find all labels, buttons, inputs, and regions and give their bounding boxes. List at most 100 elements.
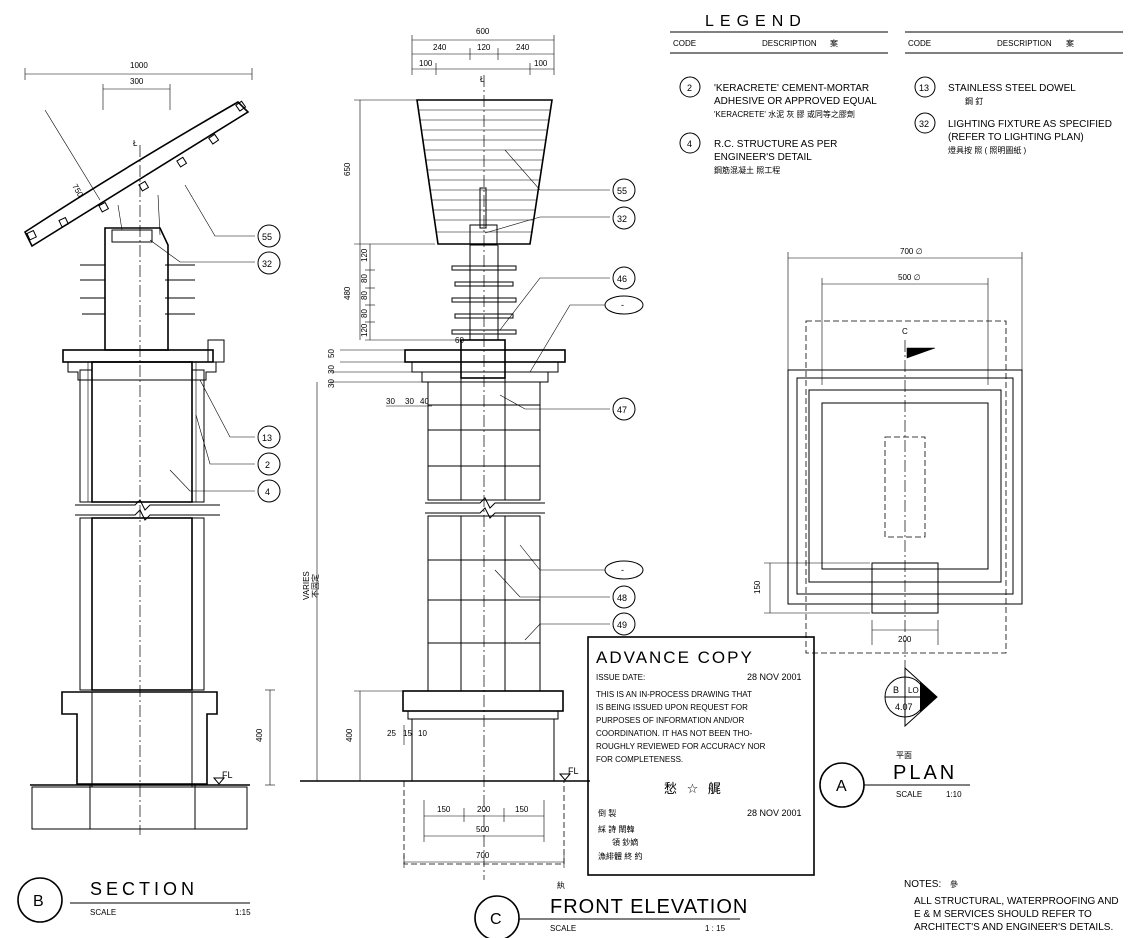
- plan-marker-lo: LO: [908, 686, 919, 695]
- tag-4-section: 4: [265, 487, 270, 497]
- section-title-block: B SECTION SCALE 1:15: [17, 877, 251, 923]
- legend-col-code-2: CODE: [908, 39, 931, 48]
- dim-40: 40: [420, 397, 429, 406]
- dim-80b: 80: [360, 291, 369, 300]
- elevation-scale-label: SCALE: [550, 924, 576, 933]
- dim-600: 600: [476, 27, 490, 36]
- legend-col-desc-1: DESCRIPTION: [762, 39, 817, 48]
- dim-480: 480: [343, 286, 352, 300]
- notes-line-2: E & M SERVICES SHOULD REFER TO: [914, 909, 1092, 920]
- dim-150b: 150: [515, 805, 529, 814]
- advance-body-5: ROUGHLY REVIEWED FOR ACCURACY NOR: [596, 742, 766, 751]
- issue-date-label: ISSUE DATE:: [596, 673, 645, 682]
- advance-body-3: PURPOSES OF INFORMATION AND/OR: [596, 716, 745, 725]
- legend-item-2-cn: 'KERACRETE' 水泥 灰 膠 或同等之膠劑: [714, 109, 855, 119]
- advance-cn-line1: 倒 製: [598, 808, 616, 818]
- legend-item-4-cn: 鋼筋混凝土 照工程: [714, 165, 780, 175]
- plan-dim-200: 200: [898, 635, 912, 644]
- legend-col-desc-cn-1: 案: [830, 38, 838, 48]
- plan-scale-label: SCALE: [896, 790, 922, 799]
- plan-cl: C: [902, 327, 908, 336]
- advance-copy-title: ADVANCE COPY: [596, 648, 754, 667]
- plan-dim-700: 700 ∅: [900, 247, 923, 256]
- dim-650: 650: [343, 162, 352, 176]
- advance-cn-line3: 領 鈔嫡: [612, 837, 638, 847]
- svg-text:-: -: [621, 565, 624, 575]
- tag-46-elevation: 46: [617, 274, 627, 284]
- dim-30d: 30: [405, 397, 414, 406]
- lamp-shade-section: 750: [23, 100, 250, 248]
- tag-55-elevation: 55: [617, 186, 627, 196]
- section-letter: B: [33, 893, 44, 910]
- legend-code-13: 13: [919, 83, 929, 93]
- legend-item-4-line2: ENGINEER'S DETAIL: [714, 152, 812, 163]
- dim-80a: 80: [360, 274, 369, 283]
- section-title: SECTION: [90, 879, 198, 899]
- notes-cn: 參: [950, 879, 958, 889]
- dim-15: 15: [403, 729, 412, 738]
- legend-item-13-line1: STAINLESS STEEL DOWEL: [948, 83, 1076, 94]
- notes-line-3: ARCHITECT'S AND ENGINEER'S DETAILS.: [914, 922, 1113, 933]
- fins-section: [80, 264, 195, 315]
- dim-angle: 750: [70, 183, 85, 200]
- cl-elevation: Ł: [480, 75, 485, 84]
- advance-date-2: 28 NOV 2001: [747, 808, 802, 818]
- dim-1000: 1000: [130, 61, 148, 70]
- cl-section: Ł: [133, 139, 138, 148]
- legend-item-32-cn: 燈具按 照 ( 照明圖紙 ): [948, 145, 1027, 155]
- legend-title: LEGEND: [705, 13, 807, 30]
- plan-title-block: A 平面 PLAN SCALE 1:10: [819, 751, 970, 808]
- legend-item-4-line1: R.C. STRUCTURE AS PER: [714, 139, 837, 150]
- advance-body-6: FOR COMPLETENESS.: [596, 755, 683, 764]
- legend-code-4: 4: [687, 139, 692, 149]
- legend-item-32-line1: LIGHTING FIXTURE AS SPECIFIED: [948, 119, 1112, 130]
- dim-10: 10: [418, 729, 427, 738]
- notes-label: NOTES:: [904, 879, 941, 890]
- tag-32-section: 32: [262, 259, 272, 269]
- dim-30b: 30: [327, 379, 336, 388]
- tag-55-section: 55: [262, 232, 272, 242]
- dim-60: 60: [455, 336, 464, 345]
- elevation-letter: C: [490, 911, 502, 928]
- dim-100a: 100: [419, 59, 433, 68]
- section-view: 1000 300 750: [23, 61, 281, 835]
- plan-cn: 平面: [896, 751, 912, 760]
- legend: LEGEND CODE DESCRIPTION 案 CODE DESCRIPTI…: [670, 13, 1123, 175]
- issue-date: 28 NOV 2001: [747, 672, 802, 682]
- dim-400-section: 400: [255, 728, 264, 742]
- advance-body-1: THIS IS AN IN-PROCESS DRAWING THAT: [596, 690, 752, 699]
- dim-80c: 80: [360, 309, 369, 318]
- dim-25: 25: [387, 729, 396, 738]
- plan-marker-b: B: [893, 685, 899, 695]
- dim-500-elevation: 500: [476, 825, 490, 834]
- advance-cn-line4: 漁緋體 終 約: [598, 851, 642, 861]
- dim-150a: 150: [437, 805, 451, 814]
- plan-dim-500: 500 ∅: [898, 273, 921, 282]
- plan-scale: 1:10: [946, 790, 962, 799]
- elevation-view: 600 240 120 240 100 100: [300, 27, 644, 880]
- advance-body-2: IS BEING ISSUED UPON REQUEST FOR: [596, 703, 748, 712]
- fl-label-section: FL: [222, 770, 233, 780]
- dim-50: 50: [327, 349, 336, 358]
- dim-400-elevation: 400: [345, 728, 354, 742]
- dim-240a: 240: [433, 43, 447, 52]
- plan-letter: A: [836, 778, 847, 795]
- svg-text:-: -: [621, 300, 624, 310]
- section-scale-label: SCALE: [90, 908, 116, 917]
- section-scale: 1:15: [235, 908, 251, 917]
- notes-line-1: ALL STRUCTURAL, WATERPROOFING AND: [914, 896, 1119, 907]
- tag-13-section: 13: [262, 433, 272, 443]
- dim-700-elevation: 700: [476, 851, 490, 860]
- tag-48-elevation: 48: [617, 593, 627, 603]
- dim-varies-cn: 不固定: [310, 574, 320, 598]
- advance-cn-title: 愁 ☆ 艉: [664, 781, 724, 796]
- legend-code-2: 2: [687, 83, 692, 93]
- advance-copy-stamp: ADVANCE COPY ISSUE DATE: 28 NOV 2001 THI…: [587, 636, 815, 876]
- legend-col-desc-cn-2: 案: [1066, 38, 1074, 48]
- dim-30c: 30: [386, 397, 395, 406]
- plan-view: 700 ∅ 500 ∅ C 150 200 B LO 4.07: [753, 247, 1023, 728]
- legend-item-32-line2: (REFER TO LIGHTING PLAN): [948, 132, 1084, 143]
- dim-300: 300: [130, 77, 144, 86]
- legend-item-13-cn: 鋼 釘: [965, 96, 983, 106]
